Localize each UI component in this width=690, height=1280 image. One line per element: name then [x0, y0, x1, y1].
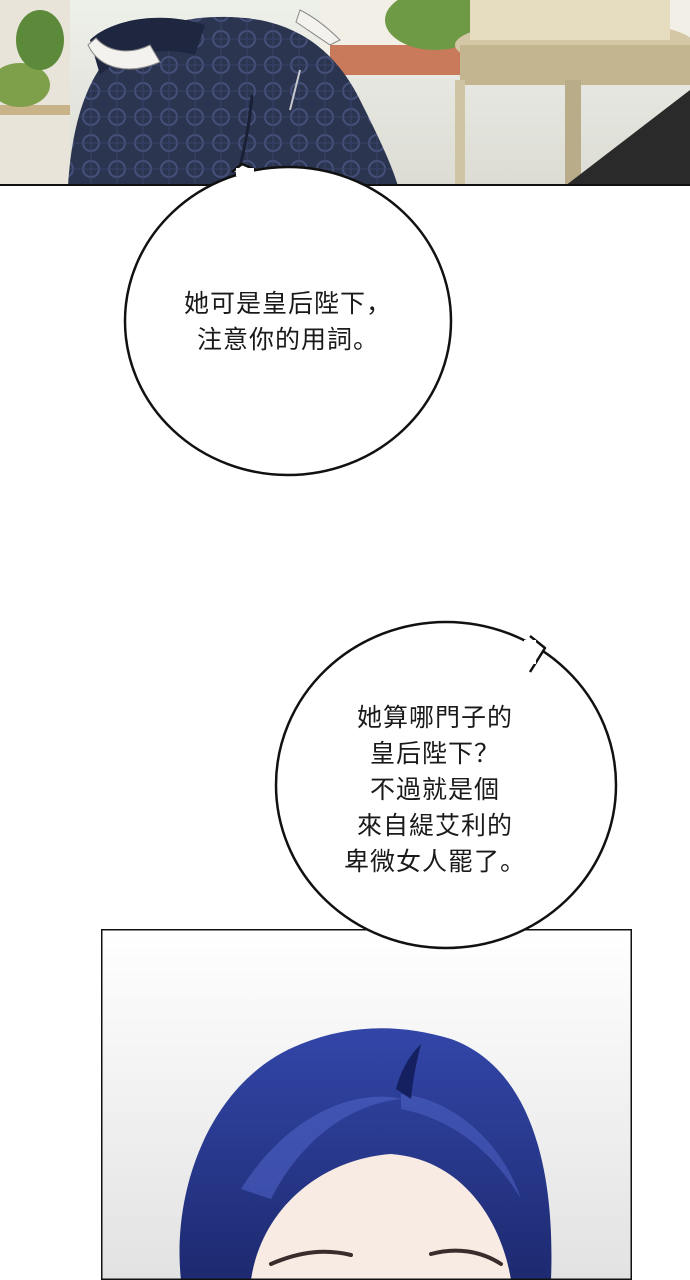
dialogue-line: 注意你的用詞。 — [196, 325, 379, 354]
right-eyebrow — [429, 1248, 503, 1266]
dialogue-line: 她算哪門子的 — [356, 703, 513, 732]
comic-panel-bottom — [101, 929, 632, 1280]
dialogue-line: 她可是皇后陛下， — [183, 289, 392, 318]
dialogue-text-1: 她可是皇后陛下， 注意你的用詞。 — [138, 286, 438, 358]
left-eyebrow — [269, 1249, 353, 1266]
face — [251, 1154, 511, 1280]
blue-hair-woman-illustration — [101, 929, 632, 1280]
dark-coat — [565, 90, 690, 186]
garden-scene-illustration — [0, 0, 690, 186]
comic-panel-top — [0, 0, 690, 186]
dialogue-text-2: 她算哪門子的 皇后陛下？ 不過就是個 來自緹艾利的 卑微女人罷了。 — [300, 700, 570, 880]
back-plants — [385, 0, 485, 50]
left-shrub — [0, 63, 50, 107]
dialogue-line: 來自緹艾利的 — [356, 811, 513, 840]
dialogue-line: 卑微女人罷了。 — [343, 847, 526, 876]
lace-ruffle — [87, 37, 161, 70]
dialogue-line: 不過就是個 — [369, 775, 500, 804]
dialogue-line: 皇后陛下？ — [369, 739, 500, 768]
